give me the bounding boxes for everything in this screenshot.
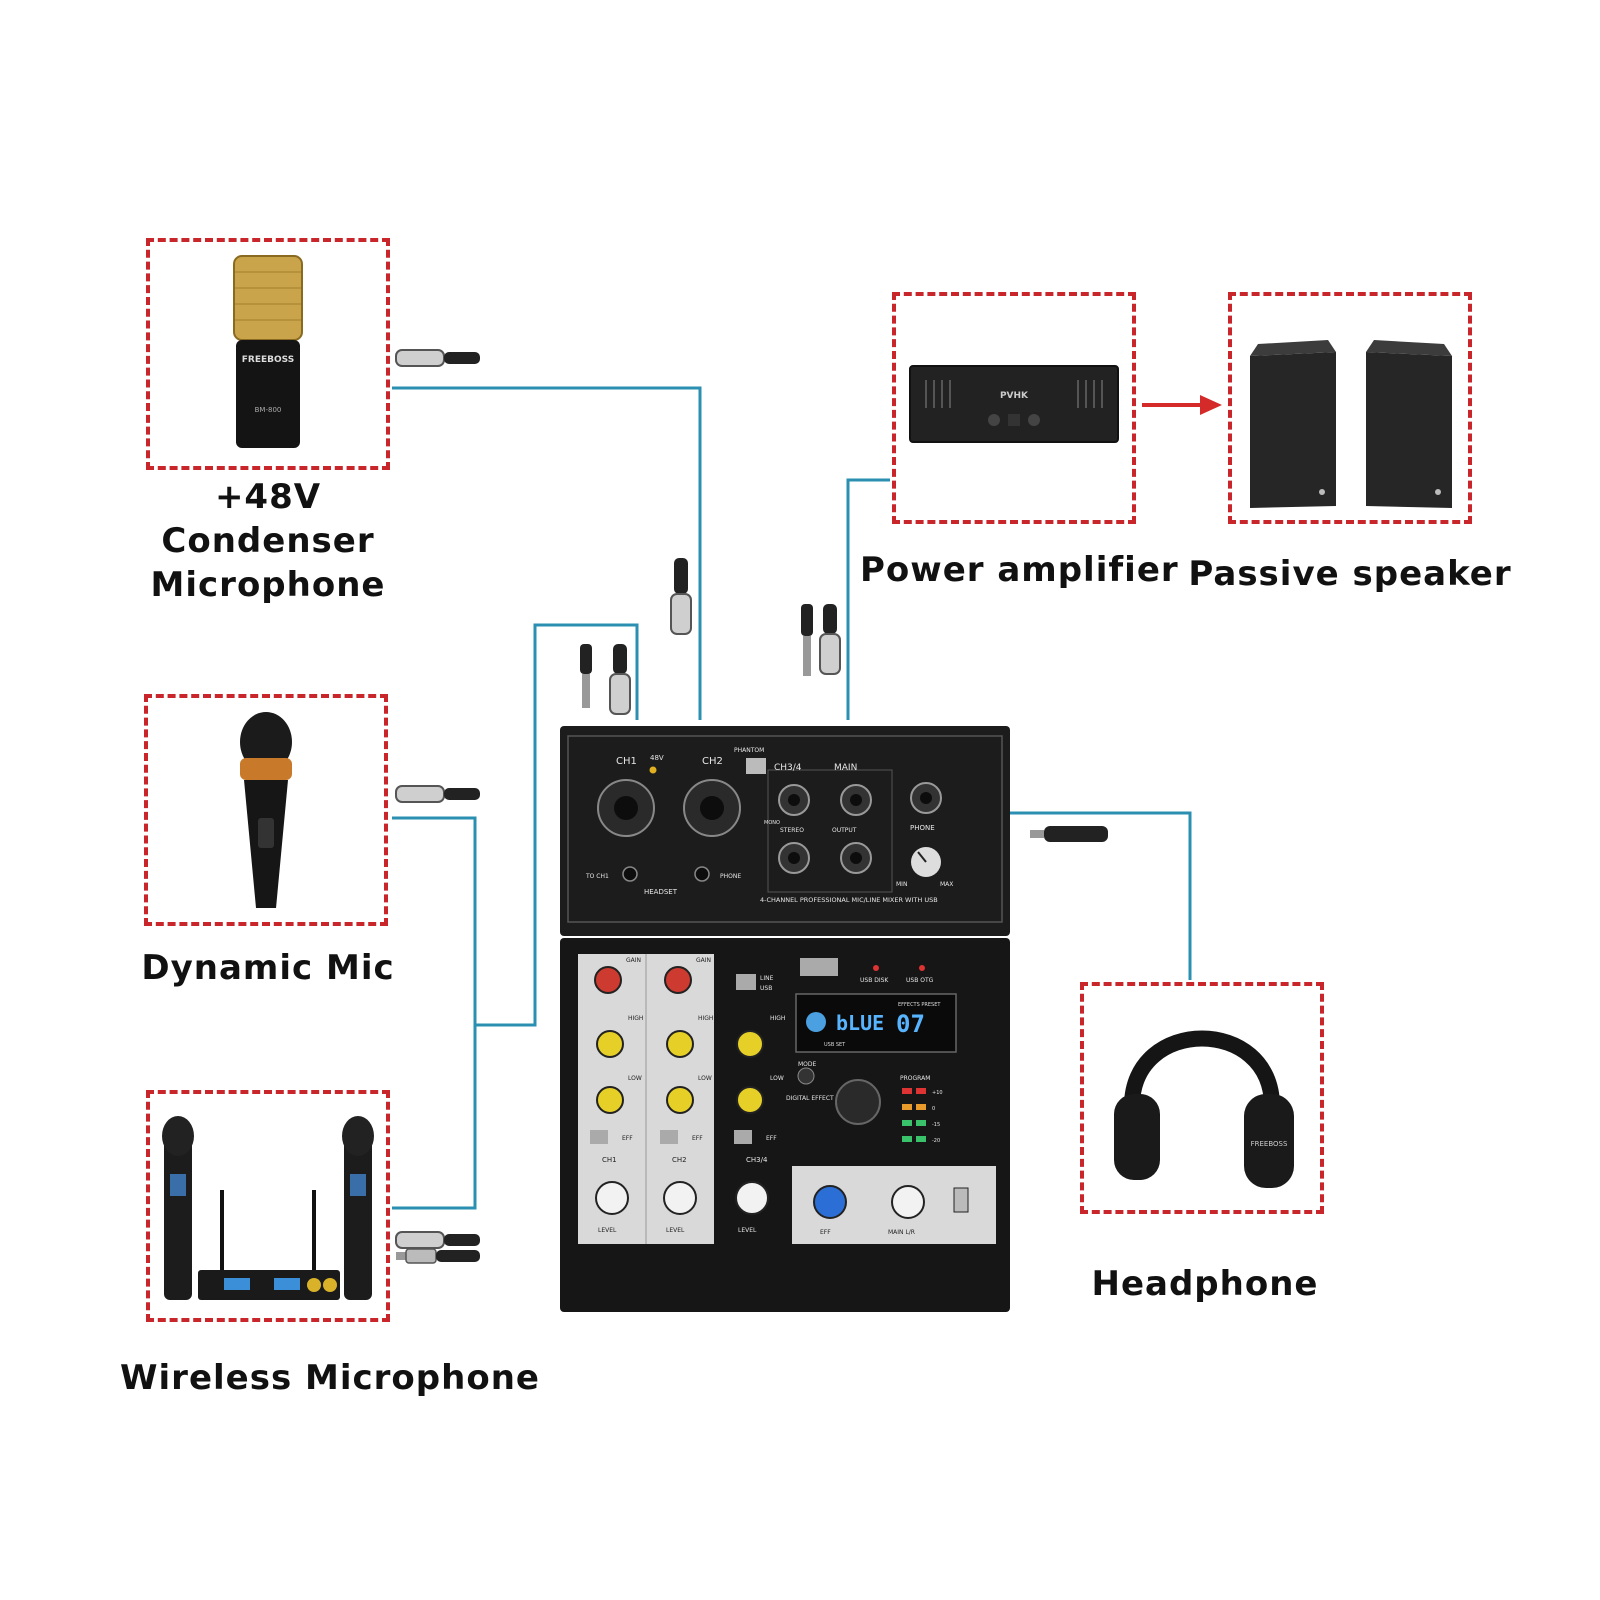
svg-text:MIN: MIN — [896, 881, 907, 888]
svg-text:MAIN: MAIN — [834, 763, 857, 773]
svg-text:CH3/4: CH3/4 — [746, 1156, 768, 1164]
svg-text:PHONE: PHONE — [910, 824, 935, 832]
xlr-plug-wireless-1 — [395, 1231, 480, 1249]
svg-text:STEREO: STEREO — [780, 827, 804, 834]
xlr-plug-vertical-1 — [670, 558, 692, 635]
svg-text:bLUE: bLUE — [836, 1011, 884, 1035]
svg-text:USB OTG: USB OTG — [906, 977, 934, 984]
svg-text:CH1: CH1 — [616, 756, 637, 767]
svg-text:07: 07 — [896, 1010, 925, 1038]
svg-text:CH2: CH2 — [672, 1156, 687, 1164]
wireless-mic-box — [146, 1090, 390, 1322]
svg-text:48V: 48V — [650, 754, 664, 762]
jack-plug-headphone — [1030, 826, 1108, 842]
svg-text:PHANTOM: PHANTOM — [734, 747, 764, 754]
svg-text:LOW: LOW — [770, 1075, 784, 1082]
wire-wireless — [392, 1020, 477, 1210]
svg-text:FREEBOSS: FREEBOSS — [1251, 1140, 1288, 1148]
svg-text:EFF: EFF — [622, 1135, 633, 1142]
svg-text:EFF: EFF — [820, 1229, 831, 1236]
svg-text:LOW: LOW — [628, 1075, 642, 1082]
power-amplifier-label: Power amplifier — [860, 550, 1179, 590]
svg-text:HIGH: HIGH — [770, 1015, 785, 1022]
svg-text:CH1: CH1 — [602, 1156, 617, 1164]
svg-text:EFF: EFF — [766, 1135, 777, 1142]
dynamic-mic-box — [144, 694, 388, 926]
wireless-mic-label: Wireless Microphone — [120, 1358, 540, 1398]
jack-plug-wireless-2 — [396, 1248, 480, 1264]
power-amplifier-image: PVHK — [909, 365, 1119, 443]
svg-text:USB SET: USB SET — [824, 1042, 846, 1048]
svg-text:PROGRAM: PROGRAM — [900, 1075, 930, 1082]
svg-text:USB: USB — [760, 985, 772, 992]
svg-text:MODE: MODE — [798, 1061, 817, 1068]
svg-text:CH3/4: CH3/4 — [774, 763, 802, 773]
svg-text:LEVEL: LEVEL — [598, 1227, 617, 1234]
power-amplifier-box: PVHK — [892, 292, 1136, 524]
condenser-mic-box: FREEBOSS BM-800 — [146, 238, 390, 470]
dynamic-mic-label: Dynamic Mic — [141, 948, 395, 988]
headphone-label: Headphone — [1091, 1264, 1319, 1304]
svg-text:DIGITAL EFFECT: DIGITAL EFFECT — [786, 1095, 834, 1102]
svg-text:OUTPUT: OUTPUT — [832, 827, 857, 834]
wire-amplifier — [846, 478, 890, 720]
svg-text:+10: +10 — [932, 1090, 943, 1096]
svg-text:HIGH: HIGH — [628, 1015, 643, 1022]
svg-text:USB DISK: USB DISK — [860, 977, 889, 984]
passive-speaker-box — [1228, 292, 1472, 524]
headphone-box: FREEBOSS — [1080, 982, 1324, 1214]
svg-text:-20: -20 — [932, 1138, 940, 1144]
wire-dynamic — [392, 623, 639, 1027]
xlr-plug-vertical-3 — [819, 604, 841, 675]
svg-text:FREEBOSS: FREEBOSS — [242, 355, 294, 365]
passive-speaker-label: Passive speaker — [1188, 554, 1512, 594]
audio-mixer: CH1 CH2 48V PHANTOM TO CH1 PHONE HEADSET… — [560, 726, 1010, 1312]
svg-text:LEVEL: LEVEL — [738, 1227, 757, 1234]
dynamic-mic-image — [240, 712, 292, 908]
svg-text:GAIN: GAIN — [696, 957, 711, 964]
svg-text:PVHK: PVHK — [1000, 391, 1029, 401]
svg-text:GAIN: GAIN — [626, 957, 641, 964]
svg-text:4-CHANNEL PROFESSIONAL MIC/LIN: 4-CHANNEL PROFESSIONAL MIC/LINE MIXER WI… — [760, 896, 938, 904]
svg-text:LOW: LOW — [698, 1075, 712, 1082]
svg-text:MONO: MONO — [764, 820, 780, 826]
svg-text:HEADSET: HEADSET — [644, 888, 678, 896]
svg-text:CH2: CH2 — [702, 756, 723, 767]
passive-speaker-image — [1250, 340, 1452, 508]
condenser-mic-image: FREEBOSS BM-800 — [233, 255, 303, 448]
headphone-image: FREEBOSS — [1114, 1030, 1294, 1188]
jack-plug-vertical-1 — [580, 644, 592, 708]
svg-text:MAIN L/R: MAIN L/R — [888, 1229, 915, 1236]
svg-text:EFF: EFF — [692, 1135, 703, 1142]
svg-text:-15: -15 — [932, 1122, 940, 1128]
jack-plug-vertical-2 — [801, 604, 813, 676]
svg-text:0: 0 — [932, 1106, 935, 1112]
svg-text:LINE: LINE — [760, 975, 774, 982]
svg-text:EFFECTS PRESET: EFFECTS PRESET — [898, 1002, 941, 1008]
svg-text:BM-800: BM-800 — [255, 406, 282, 414]
svg-text:TO CH1: TO CH1 — [585, 873, 609, 880]
xlr-plug-condenser — [395, 349, 480, 367]
svg-text:LEVEL: LEVEL — [666, 1227, 685, 1234]
wire-headphone — [940, 811, 1192, 980]
xlr-plug-dynamic — [395, 785, 480, 803]
svg-text:HIGH: HIGH — [698, 1015, 713, 1022]
wire-condenser — [392, 386, 702, 720]
xlr-plug-vertical-2 — [609, 644, 631, 715]
wireless-mic-image — [162, 1116, 374, 1300]
condenser-mic-label: +48V Condenser Microphone — [150, 477, 386, 605]
svg-text:MAX: MAX — [940, 881, 953, 888]
svg-text:PHONE: PHONE — [720, 873, 741, 880]
